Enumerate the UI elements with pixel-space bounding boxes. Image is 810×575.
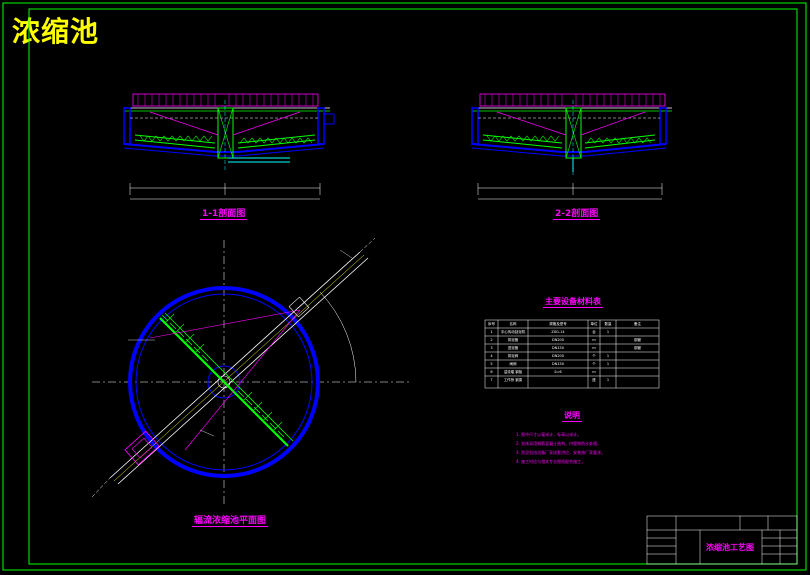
table-cell: 5 <box>490 362 493 366</box>
equipment-table-title: 主要设备材料表 <box>543 297 603 308</box>
table-cell: 1 <box>606 354 610 358</box>
table-cell: 1 <box>490 330 493 334</box>
table-cell: DN200 <box>552 338 564 342</box>
table-cell: m <box>592 338 596 342</box>
table-cell: 1 <box>606 330 610 334</box>
table-cell: 钢管 <box>634 338 641 342</box>
plan-view-caption: 辐流浓缩池平面图 <box>192 513 269 527</box>
note-line: 4. 施工时应与相关专业图纸配合施工。 <box>516 459 586 464</box>
table-cell: 3 <box>490 346 493 350</box>
table-header-spec: 规格及型号 <box>549 322 567 326</box>
section-1-1-caption: 1-1剖面图 <box>200 206 248 220</box>
plan-view-drawing <box>91 237 410 505</box>
table-cell: 2 <box>490 338 493 342</box>
section-2-2-drawing <box>471 93 672 200</box>
table-cell: DN150 <box>552 362 564 366</box>
table-header-qty: 数量 <box>604 322 612 326</box>
table-header-name: 名称 <box>509 322 517 326</box>
table-cell: 6 <box>490 370 493 374</box>
table-cell: 台 <box>592 330 596 334</box>
table-cell: ZXG-14 <box>551 330 565 334</box>
table-cell: 闸阀 <box>509 362 517 366</box>
table-cell: 溢流堰 钢板 <box>503 370 523 374</box>
inner-frame <box>28 8 798 565</box>
notes-title: 说明 <box>562 411 582 422</box>
note-line: 2. 池体采用钢筋混凝土结构，内壁做防水处理。 <box>516 441 602 446</box>
page-title: 浓缩池 <box>12 15 100 48</box>
table-cell: 1 <box>606 362 610 366</box>
note-line: 1. 图中尺寸以毫米计，标高以米计。 <box>516 432 582 437</box>
table-cell: m <box>592 370 596 374</box>
table-cell: 排泥管 <box>507 338 519 342</box>
table-header-unit: 单位 <box>590 322 598 326</box>
note-line: 3. 刮泥机由设备厂家成套供应，安装按厂家要求。 <box>516 450 606 455</box>
table-cell: 个 <box>592 354 596 358</box>
table-cell: 个 <box>592 362 596 366</box>
table-cell: 7 <box>490 378 493 382</box>
title-block-drawing-name: 浓缩池工艺图 <box>706 543 754 552</box>
table-cell: DN200 <box>552 354 564 358</box>
table-cell: m <box>592 346 596 350</box>
table-cell: 排泥阀 <box>507 354 519 358</box>
section-2-2-caption: 2-2剖面图 <box>553 206 601 220</box>
table-cell: 进泥管 <box>507 346 519 350</box>
section-1-1-drawing <box>123 93 335 200</box>
table-cell: 钢管 <box>634 346 641 350</box>
table-cell: 中心传动刮泥机 <box>500 330 526 334</box>
table-header-no: 序号 <box>488 322 495 326</box>
table-cell: 工作桥 钢梁 <box>503 378 523 382</box>
table-cell: δ=6 <box>554 370 562 374</box>
table-cell: DN150 <box>552 346 564 350</box>
table-cell: 4 <box>490 354 493 358</box>
table-cell: 1 <box>606 378 610 382</box>
table-cell: 座 <box>592 378 596 382</box>
table-header-remark: 备注 <box>634 322 641 326</box>
title-block-grid <box>646 515 798 565</box>
equipment-table-grid <box>484 319 660 389</box>
